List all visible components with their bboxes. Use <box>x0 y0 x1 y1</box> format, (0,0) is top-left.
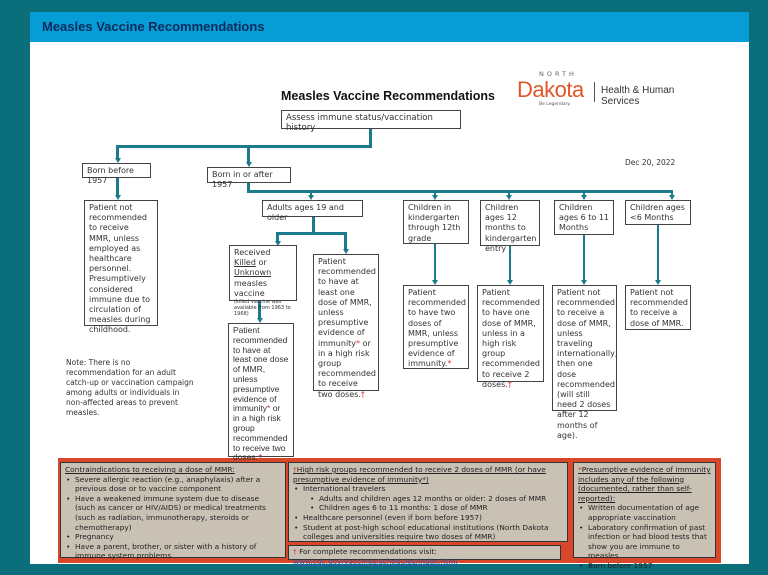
slide-header: Measles Vaccine Recommendations <box>30 12 749 42</box>
arrow-icon <box>432 280 438 285</box>
killed-result-box: Patient recommended to have at least one… <box>228 323 294 462</box>
cdc-link[interactable]: www.cdc.gov/vaccines/schedules/index.htm… <box>293 556 458 566</box>
adult-note: Note: There is no recommendation for an … <box>66 358 194 417</box>
arrow-icon <box>506 195 512 200</box>
connector <box>509 245 511 280</box>
list-item: Adults and children ages 12 months or ol… <box>293 494 563 504</box>
doc-title: Measles Vaccine Recommendations <box>281 89 495 103</box>
connector <box>583 190 585 196</box>
logo-tagline: Be Legendary. <box>539 102 571 107</box>
list-item: Born before 1957 <box>578 561 711 571</box>
connector <box>434 243 436 280</box>
connector <box>116 145 372 148</box>
child-result-6-11mo: Patient not recommended to receive a dos… <box>552 285 617 440</box>
list-item: Laboratory confirmation of past infectio… <box>578 523 711 561</box>
child-result-12mo: Patient recommended to have one dose of … <box>477 285 544 389</box>
arrow-icon <box>308 195 314 200</box>
nd-logo: NORTH Dakota Be Legendary. Health & Huma… <box>517 68 715 120</box>
list-item: Severe allergic reaction (e.g., anaphyla… <box>65 475 281 494</box>
child-result-k12: Patient recommended to have two doses of… <box>403 285 469 369</box>
connector <box>344 232 347 250</box>
contra-title: Contraindications to receiving a dose of… <box>65 465 235 474</box>
arrow-icon <box>114 158 121 163</box>
arrow-icon <box>581 280 587 285</box>
child-group-k12: Children in kindergarten through 12th gr… <box>403 200 469 244</box>
connector <box>583 234 585 280</box>
connector <box>116 145 119 159</box>
connector <box>657 224 659 280</box>
born-before-result: Patient not recommended to receive MMR, … <box>84 200 158 334</box>
connector <box>310 190 312 196</box>
child-group-under6mo: Children ages <6 Months <box>625 200 691 225</box>
child-group-12mo: Children ages 12 months to kindergarten … <box>480 200 540 253</box>
child-group-6-11mo: Children ages 6 to 11 Months <box>554 200 614 235</box>
connector <box>312 216 315 233</box>
link-box: † For complete recommendations visit: ww… <box>288 545 561 566</box>
list-item: Have a weakened immune system due to dis… <box>65 494 281 532</box>
arrow-icon <box>245 162 252 167</box>
arrow-icon <box>256 318 263 323</box>
arrow-icon <box>581 195 587 200</box>
connector <box>671 190 673 196</box>
arrow-icon <box>669 195 675 200</box>
connector <box>258 300 261 318</box>
high-risk-title: †High risk groups recommended to receive… <box>293 465 546 484</box>
connector <box>508 190 510 196</box>
list-item: Pregnancy <box>65 532 281 542</box>
connector <box>247 182 250 192</box>
logo-dakota: Dakota <box>517 77 584 102</box>
contraindications-box: Contraindications to receiving a dose of… <box>60 462 286 561</box>
connector <box>276 232 279 242</box>
connector <box>116 177 119 195</box>
arrow-icon <box>507 280 513 285</box>
adult-result-box: Patient recommended to have at least one… <box>313 254 379 399</box>
adults-box: Adults ages 19 and older <box>262 200 363 222</box>
evidence-title: *Presumptive evidence of immunity includ… <box>578 465 711 503</box>
logo-dept: Health & Human Services <box>601 85 675 107</box>
born-after-box: Born in or after 1957 <box>207 167 291 189</box>
arrow-icon <box>274 241 281 246</box>
slide-title: Measles Vaccine Recommendations <box>42 19 265 34</box>
list-item: Have a parent, brother, or sister with a… <box>65 542 281 561</box>
arrow-icon <box>655 280 661 285</box>
logo-divider <box>594 82 595 102</box>
list-item: International travelers <box>293 484 563 494</box>
doc-date: Dec 20, 2022 <box>625 158 676 167</box>
connector <box>276 232 346 235</box>
arrow-icon <box>432 195 438 200</box>
killed-unknown-box: Received Killed or Unknown measles vacci… <box>229 245 297 317</box>
list-item: Healthcare personnel (even if born befor… <box>293 513 563 523</box>
list-item: Student at post-high school educational … <box>293 523 563 542</box>
connector <box>247 190 673 193</box>
born-before-box: Born before 1957 <box>82 163 151 185</box>
list-item: Children ages 6 to 11 months: 1 dose of … <box>293 503 563 513</box>
logo-north: NORTH <box>539 70 577 78</box>
list-item: Written documentation of age appropriate… <box>578 503 711 522</box>
connector <box>434 190 436 196</box>
assess-box: Assess immune status/vaccination history <box>281 110 461 133</box>
high-risk-box: †High risk groups recommended to receive… <box>288 462 568 542</box>
arrow-icon <box>114 195 121 200</box>
evidence-box: *Presumptive evidence of immunity includ… <box>573 462 716 570</box>
arrow-icon <box>342 249 349 254</box>
connector <box>247 145 250 163</box>
connector <box>369 128 372 147</box>
child-result-under6mo: Patient not recommended to receive a dos… <box>625 285 691 330</box>
